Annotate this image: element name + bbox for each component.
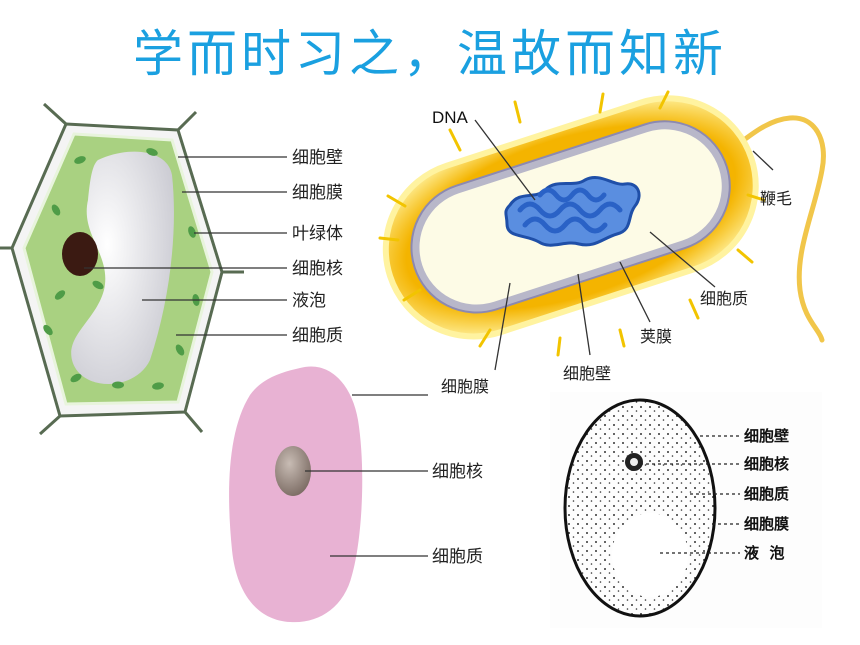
bacterium-leader-lines xyxy=(474,119,774,371)
bacterium: DNA 鞭毛 细胞质 荚膜 细胞壁 细胞膜 xyxy=(378,90,826,396)
bacterium-label-dna: DNA xyxy=(432,108,469,127)
animal-leader-lines xyxy=(305,394,428,557)
yeast-label-nucleus: 细胞核 xyxy=(744,455,789,473)
page-title: 学而时习之，温故而知新 xyxy=(133,25,727,83)
animal-nucleus xyxy=(275,446,311,496)
chloroplasts xyxy=(43,148,200,390)
yeast-leader-lines xyxy=(640,435,740,554)
bacterium-label-capsule: 荚膜 xyxy=(640,327,672,346)
bacterium-pili xyxy=(378,90,766,357)
plant-nucleus xyxy=(62,232,98,276)
plant-label-cell-wall: 细胞壁 xyxy=(292,148,343,168)
yeast-cell: 细胞壁 细胞核 细胞质 细胞膜 液 泡 xyxy=(550,392,822,628)
plant-label-nucleus: 细胞核 xyxy=(292,259,343,279)
bacterium-label-flagellum: 鞭毛 xyxy=(760,189,792,208)
yeast-label-cytoplasm: 细胞质 xyxy=(744,485,789,503)
yeast-label-vacuole: 液 泡 xyxy=(744,544,784,562)
plant-label-chloroplast: 叶绿体 xyxy=(292,224,343,244)
plant-leader-lines xyxy=(84,156,287,336)
plant-label-cytoplasm: 细胞质 xyxy=(292,326,343,346)
bacterium-label-cell-wall: 细胞壁 xyxy=(563,364,611,383)
animal-cell: 细胞核 细胞质 xyxy=(229,366,483,623)
yeast-label-cell-membrane: 细胞膜 xyxy=(744,515,789,533)
yeast-label-cell-wall: 细胞壁 xyxy=(744,427,789,445)
bacterium-label-cytoplasm: 细胞质 xyxy=(700,289,748,308)
bacterium-flagellum xyxy=(717,115,826,343)
plant-label-cell-membrane: 细胞膜 xyxy=(292,183,343,203)
bacterium-dna xyxy=(504,176,641,247)
bacterium-label-cell-membrane: 细胞膜 xyxy=(441,377,489,396)
animal-label-cytoplasm: 细胞质 xyxy=(432,547,483,567)
plant-cell: 细胞壁 细胞膜 叶绿体 细胞核 液泡 细胞质 xyxy=(0,102,343,436)
yeast-vacuole xyxy=(612,513,688,597)
animal-label-nucleus: 细胞核 xyxy=(432,462,483,482)
plant-label-vacuole: 液泡 xyxy=(292,291,326,311)
